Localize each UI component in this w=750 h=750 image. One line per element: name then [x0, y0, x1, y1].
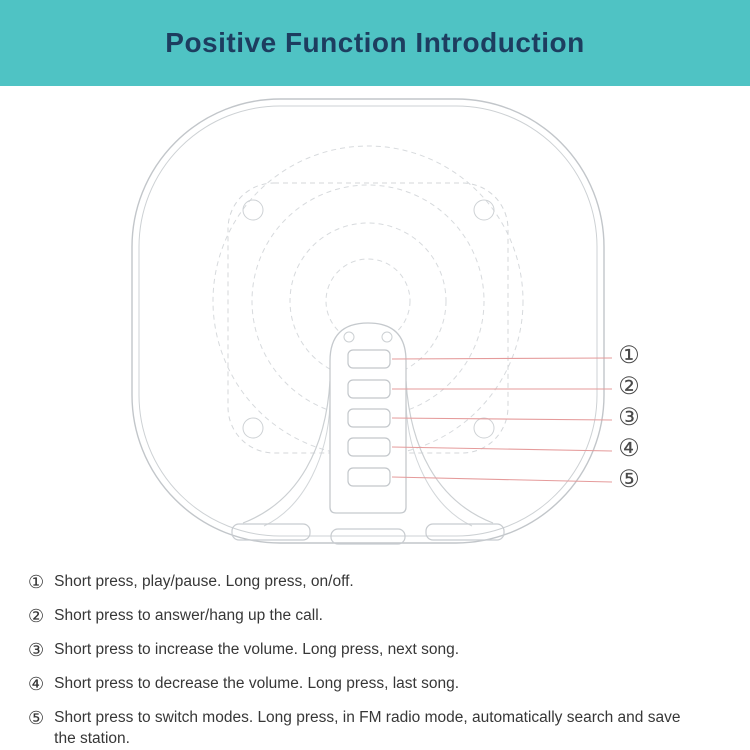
control-strip [329, 322, 407, 514]
screw-hole-top-left [242, 199, 264, 221]
instruction-item-1: ① Short press, play/pause. Long press, o… [28, 572, 734, 593]
stand-curve-right-outer [405, 380, 494, 524]
header-banner: Positive Function Introduction [0, 0, 750, 86]
stand-curve-right-inner [405, 403, 473, 527]
instruction-number: ⑤ [28, 707, 45, 728]
base-center [330, 528, 406, 545]
speaker-body-outline [131, 98, 605, 544]
callout-2: ② [618, 373, 640, 400]
strip-screw-right [381, 331, 393, 343]
instruction-text: Short press to answer/hang up the call. [54, 606, 323, 624]
stand-curve-left-inner [263, 403, 331, 527]
callout-4: ④ [618, 435, 640, 462]
leader-line-3 [391, 417, 613, 421]
instruction-item-3: ③ Short press to increase the volume. Lo… [28, 640, 734, 661]
button-volume-down [347, 437, 391, 457]
button-volume-up [347, 408, 391, 428]
foot-right [425, 523, 505, 541]
instruction-item-5: ⑤ Short press to switch modes. Long pres… [28, 708, 734, 750]
speaker-body-inner-outline [138, 105, 598, 537]
instruction-text: Short press to increase the volume. Long… [54, 640, 460, 658]
instruction-text: Short press to decrease the volume. Long… [54, 674, 460, 692]
instruction-item-2: ② Short press to answer/hang up the call… [28, 606, 734, 627]
instruction-text: Short press to switch modes. Long press,… [54, 708, 681, 747]
stand-curve-left-outer [242, 380, 331, 524]
instruction-text: Short press, play/pause. Long press, on/… [54, 573, 354, 590]
speaker-illustration [131, 98, 613, 545]
callout-1: ① [618, 342, 640, 369]
speaker-circle-mid1 [289, 222, 447, 380]
instruction-number: ② [28, 605, 45, 626]
screw-hole-bottom-left [242, 417, 264, 439]
leader-line-4 [391, 446, 613, 452]
leader-line-1 [391, 357, 613, 360]
screw-hole-bottom-right [473, 417, 495, 439]
instruction-number: ① [28, 572, 45, 592]
instruction-number: ④ [28, 673, 45, 694]
page-title: Positive Function Introduction [165, 27, 585, 58]
strip-screw-left [343, 331, 355, 343]
button-call [347, 379, 391, 399]
leader-line-5 [391, 476, 613, 483]
instruction-number: ③ [28, 639, 45, 660]
instruction-list: ① Short press, play/pause. Long press, o… [28, 572, 734, 750]
callout-3: ③ [618, 404, 640, 431]
device-figure: ① ② ③ ④ ⑤ [0, 86, 750, 566]
foot-left [231, 523, 311, 541]
button-play-pause [347, 349, 391, 369]
instruction-item-4: ④ Short press to decrease the volume. Lo… [28, 674, 734, 695]
callout-5: ⑤ [618, 466, 640, 493]
button-mode [347, 467, 391, 487]
screw-hole-top-right [473, 199, 495, 221]
